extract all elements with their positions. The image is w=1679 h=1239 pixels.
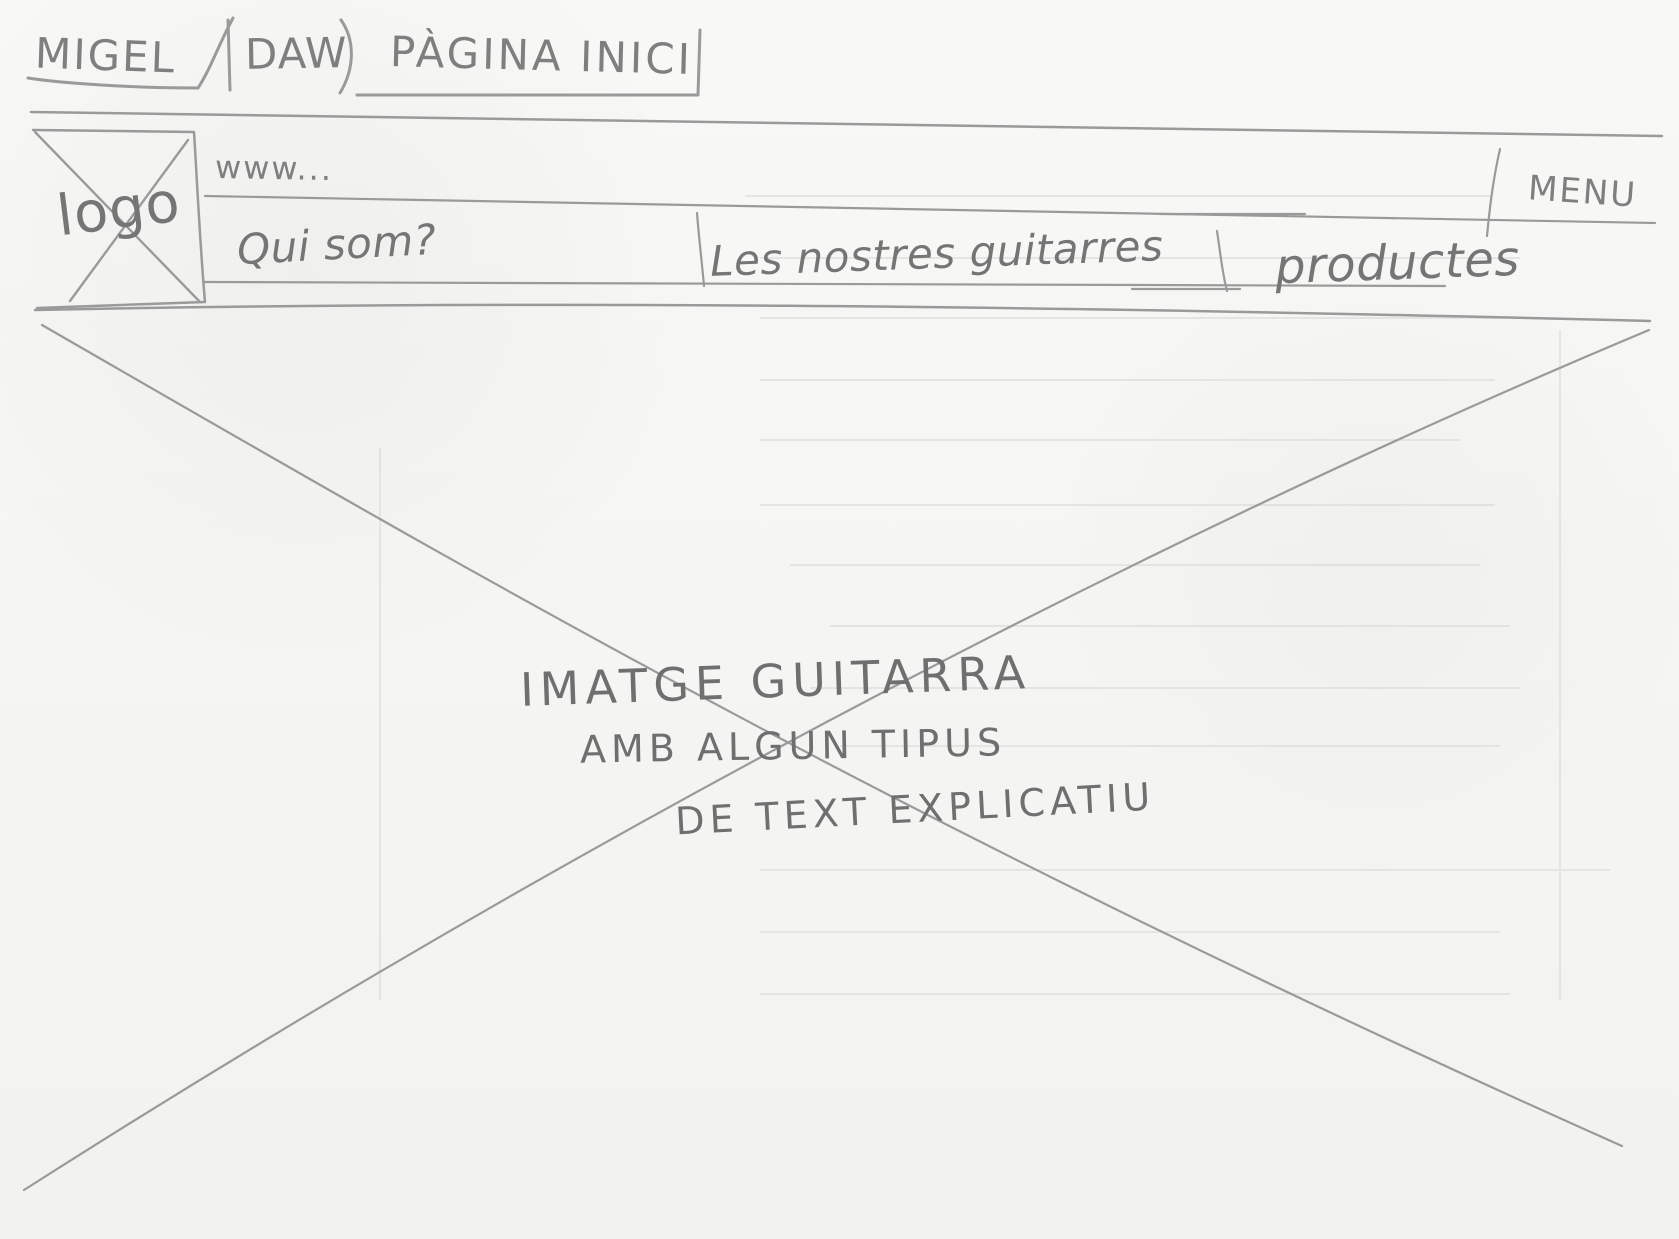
course-code: DAW [244, 28, 348, 79]
menu-label: MENU [1526, 168, 1639, 216]
logo-x-2 [68, 138, 190, 303]
title-box-left [26, 16, 235, 90]
title-box-daw [226, 18, 353, 95]
site-url: www... [214, 147, 334, 189]
hero-text-line-2: AMB ALGUN TIPUS [579, 720, 1007, 772]
menu-separator [1485, 147, 1502, 238]
page-title: PÀGINA INICI [389, 27, 694, 84]
nav-separator-right [1130, 229, 1242, 293]
header-top-line [29, 110, 1664, 138]
nav-item-productes[interactable]: productes [1274, 230, 1521, 296]
hero-cross-2 [22, 328, 1651, 1192]
logo-placeholder: logo [53, 169, 185, 250]
title-box-page [355, 28, 702, 97]
header-divider-lower [203, 280, 1447, 288]
logo-x-1 [33, 130, 202, 304]
hero-cross-1 [40, 323, 1624, 1148]
header-bottom-line [33, 303, 1652, 323]
nav-item-qui-som[interactable]: Qui som? [235, 214, 438, 275]
nav-separator-left [695, 211, 706, 288]
logo-box [31, 128, 207, 310]
student-name: MIGEL [34, 28, 177, 83]
